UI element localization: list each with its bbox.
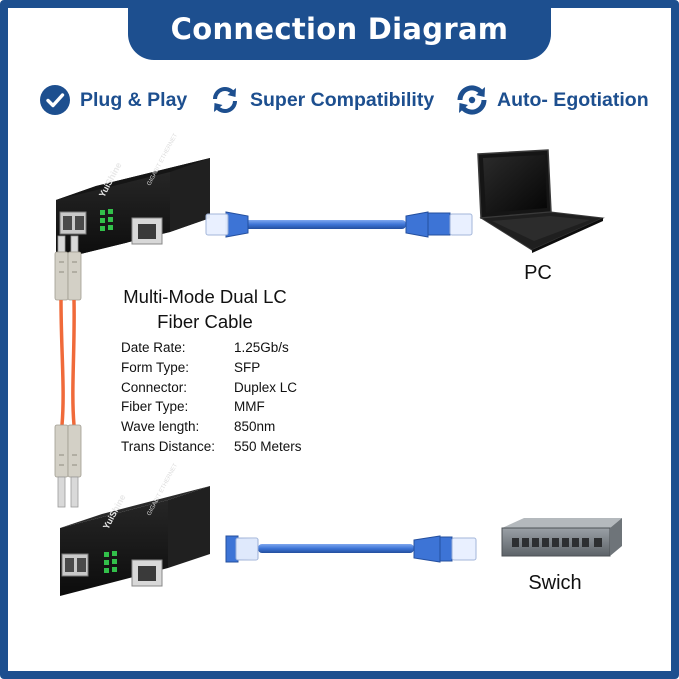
diagram-title: Connection Diagram bbox=[170, 12, 509, 46]
rj45-plug-right bbox=[451, 537, 477, 561]
spec-value: 550 Meters bbox=[234, 438, 302, 454]
switch-ports bbox=[512, 538, 602, 547]
status-leds bbox=[100, 209, 113, 231]
feature-super-compatibility: Super Compatibility bbox=[209, 84, 434, 116]
check-circle-icon bbox=[40, 85, 70, 115]
spec-value: SFP bbox=[234, 359, 261, 375]
spec-row: Wave length: 850nm bbox=[121, 419, 302, 439]
spec-key: Date Rate: bbox=[121, 340, 186, 355]
media-converter-bottom: YuiShine GIGABIT ETHERNET bbox=[60, 462, 210, 596]
spec-row: Connector: Duplex LC bbox=[121, 380, 302, 400]
spec-key: Connector: bbox=[121, 379, 188, 395]
spec-row: Form Type: SFP bbox=[121, 360, 302, 380]
rj45-plug-left bbox=[235, 537, 259, 561]
sync-arrows-icon bbox=[213, 87, 237, 113]
fiber-cable-title: Multi-Mode Dual LC Fiber Cable bbox=[100, 284, 310, 334]
spec-table: Date Rate: 1.25Gb/s Form Type: SFP Connect… bbox=[121, 340, 302, 459]
spec-value: MMF bbox=[234, 399, 265, 415]
auto-cycle-icon bbox=[457, 85, 487, 115]
feature-auto-negotiation: Auto- Egotiation bbox=[456, 84, 649, 116]
spec-key: Fiber Type: bbox=[121, 399, 189, 415]
laptop-screen bbox=[483, 155, 547, 213]
laptop-icon bbox=[477, 149, 605, 253]
status-leds bbox=[104, 551, 117, 573]
feature-label: Auto- Egotiation bbox=[497, 88, 649, 111]
fiber-cable bbox=[54, 235, 82, 508]
title-banner bbox=[128, 0, 551, 60]
spec-key: Trans Distance: bbox=[121, 438, 216, 454]
switch-label: Swich bbox=[528, 572, 582, 594]
fiber-cable-title-line1: Multi-Mode Dual LC bbox=[123, 286, 287, 307]
spec-row: Date Rate: 1.25Gb/s bbox=[121, 340, 302, 360]
media-converter-top: YuiShine GIGABIT ETHERNET bbox=[56, 132, 210, 260]
feature-plug-and-play: Plug & Play bbox=[39, 84, 187, 116]
fiber-cable-title-line2: Fiber Cable bbox=[157, 311, 253, 332]
spec-row: Fiber Type: MMF bbox=[121, 399, 302, 419]
spec-key: Wave length: bbox=[121, 419, 200, 435]
spec-row: Trans Distance: 550 Meters bbox=[121, 439, 302, 459]
rj45-plug-right bbox=[449, 213, 473, 236]
lc-connector-top bbox=[54, 251, 69, 301]
lc-connector-bottom bbox=[54, 424, 69, 478]
rj45-plug-left bbox=[205, 213, 229, 236]
feature-label: Plug & Play bbox=[80, 88, 188, 111]
spec-value: 1.25Gb/s bbox=[234, 340, 289, 355]
network-switch-icon bbox=[501, 518, 622, 557]
feature-label: Super Compatibility bbox=[250, 88, 435, 111]
spec-value: 850nm bbox=[234, 419, 276, 435]
spec-key: Form Type: bbox=[121, 359, 190, 375]
pc-label: PC bbox=[524, 262, 552, 284]
spec-value: Duplex LC bbox=[234, 379, 298, 395]
ethernet-cable-bottom bbox=[225, 535, 477, 563]
ethernet-cable-top bbox=[205, 211, 473, 238]
